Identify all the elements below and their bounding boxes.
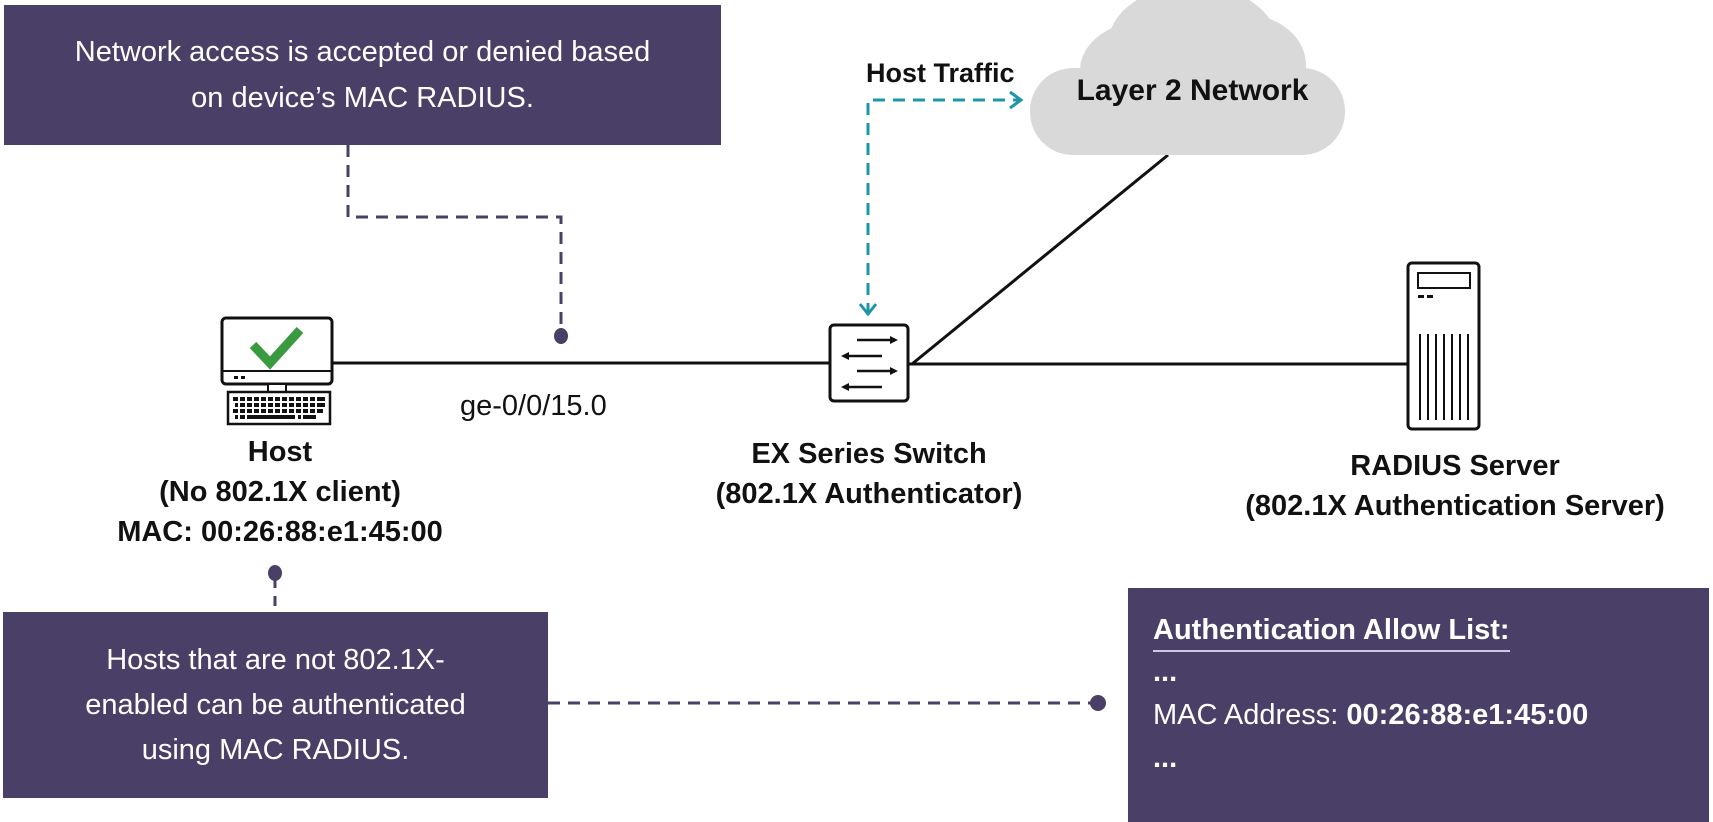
network-label: Layer 2 Network (1076, 74, 1309, 107)
host-mac: MAC: 00:26:88:e1:45:00 (117, 516, 443, 548)
connector-dot (1090, 695, 1106, 711)
callout-line: on device’s MAC RADIUS. (191, 82, 534, 114)
radius-name: RADIUS Server (1350, 450, 1560, 482)
switch-icon (828, 323, 910, 403)
callout-line: Network access is accepted or denied bas… (74, 36, 651, 68)
host-client: (No 802.1X client) (159, 476, 401, 508)
switch-role: (802.1X Authenticator) (715, 478, 1023, 510)
port-label: ge-0/0/15.0 (460, 390, 607, 422)
allow-list-callout: Authentication Allow List: ... MAC Addre… (1128, 588, 1709, 822)
host-traffic-label: Host Traffic (866, 58, 1015, 88)
connector-dot (268, 565, 282, 581)
mac-address-value: 00:26:88:e1:45:00 (1346, 699, 1589, 731)
server-icon (1406, 261, 1481, 431)
host-traffic-arrow (858, 90, 1024, 317)
radius-label: RADIUS Server (802.1X Authentication Ser… (1205, 446, 1705, 526)
allow-list-entry: MAC Address: 00:26:88:e1:45:00 (1153, 692, 1709, 738)
switch-name: EX Series Switch (751, 438, 987, 470)
mac-address-label: MAC Address: (1153, 699, 1347, 731)
allow-list-title: Authentication Allow List: (1153, 610, 1510, 652)
ellipsis: ... (1153, 742, 1178, 774)
ellipsis: ... (1153, 656, 1178, 688)
cloud-icon (1030, 0, 1345, 155)
callout-line: enabled can be authenticated (85, 688, 466, 721)
callout-line: Hosts that are not 802.1X- (106, 643, 445, 676)
switch-label: EX Series Switch (802.1X Authenticator) (669, 434, 1069, 514)
link-switch-network (911, 153, 1169, 366)
top-callout-connector (346, 145, 563, 330)
host-name: Host (247, 436, 313, 468)
top-callout: Network access is accepted or denied bas… (4, 5, 721, 145)
computer-check-icon (220, 316, 334, 426)
host-callout: Hosts that are not 802.1X- enabled can b… (3, 612, 548, 798)
connector-dot (554, 328, 568, 344)
radius-role: (802.1X Authentication Server) (1245, 490, 1665, 522)
host-label: Host (No 802.1X client) MAC: 00:26:88:e1… (80, 432, 480, 552)
callout-line: using MAC RADIUS. (141, 733, 410, 766)
